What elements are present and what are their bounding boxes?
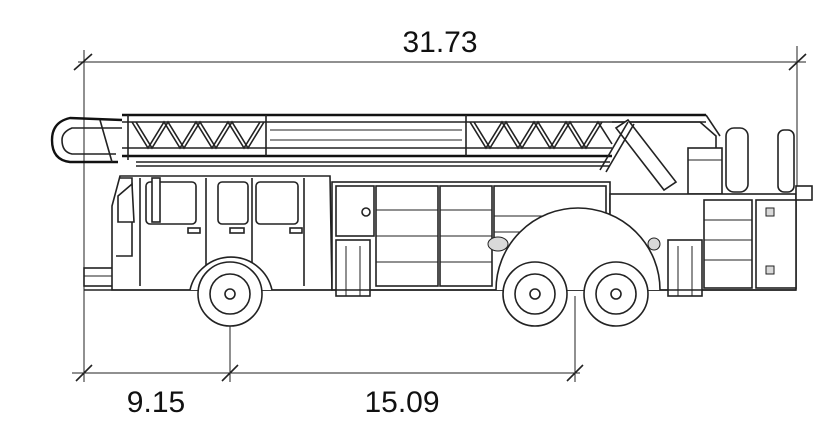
dimension-front-overhang: 9.15 [72, 296, 584, 419]
dimension-overall-length: 31.73 [73, 26, 807, 300]
rear-wheel-2 [583, 261, 649, 327]
overall-length-label: 31.73 [402, 26, 477, 59]
front-overhang-label: 9.15 [127, 386, 185, 419]
dimension-wheelbase: 15.09 [364, 386, 439, 419]
aerial-ladder [50, 113, 723, 195]
wheelbase-label: 15.09 [364, 386, 439, 419]
front-wheel [189, 256, 273, 327]
